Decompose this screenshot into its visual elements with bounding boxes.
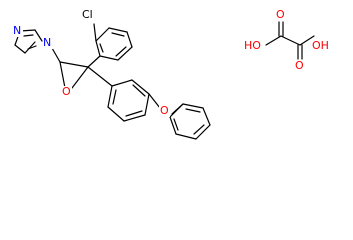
bond-aryl-inner-2 (115, 46, 127, 57)
bond-ring-inner-double-2 (27, 45, 37, 50)
bond-tph-inner-2 (193, 124, 205, 135)
atom-label-epoxide-o: O (62, 85, 71, 98)
bond-ph-inner-3 (112, 89, 117, 105)
bond-tph-1 (182, 103, 204, 109)
bond-ph-inner-2 (125, 110, 143, 117)
bond-n3-c2 (14, 44, 26, 54)
bond-tph-6 (169, 103, 184, 118)
bond-aryl-5 (117, 46, 133, 61)
atom-label-cl: Cl (82, 8, 93, 21)
atom-label-oxalic-o-bottom: O (295, 59, 304, 72)
bond-ph-3 (144, 93, 150, 116)
epoxide-core (51, 47, 89, 89)
bond-ph-inner-1 (132, 84, 146, 97)
bond-c4-n3 (24, 41, 36, 54)
chlorophenyl-ring (87, 23, 133, 68)
bond-tph-inner-3 (173, 118, 179, 131)
bond-aryl-inner-1 (111, 32, 125, 37)
phenoxyphenyl-group (87, 66, 211, 140)
atom-label-oxalic-o-top: O (276, 8, 285, 21)
atom-label-n-lower: N (43, 36, 51, 49)
atom-labels: N N Cl O O HO O O OH (13, 8, 329, 117)
label-bg-ether-o (159, 105, 170, 117)
bond-aryl-inner-3 (99, 43, 104, 53)
bond-aryl-3 (108, 27, 128, 33)
label-bg-epoxide-o (62, 86, 72, 98)
bond-tph-2 (202, 107, 211, 126)
bond-quat-c-phenyl (87, 66, 113, 87)
bond-oxa-c-oh (299, 35, 315, 46)
bond-tph-4 (175, 133, 197, 140)
bond-ph-4 (123, 114, 146, 122)
bond-aryl-4 (126, 31, 133, 48)
label-bg-cl (81, 8, 99, 22)
atom-label-oxalic-oh: OH (312, 39, 329, 52)
bond-aryl-2 (95, 27, 110, 42)
bond-aryl-cl (93, 23, 97, 42)
bond-epoxide-c-o-2 (71, 66, 89, 89)
bond-oxa-c-c (280, 35, 301, 46)
atom-label-oxalic-ho: HO (244, 39, 261, 52)
label-bg-n2 (43, 38, 53, 49)
bond-epoxide-c-o (59, 61, 66, 89)
bond-ph-1 (111, 79, 133, 87)
bond-ph-ether (148, 93, 161, 109)
chemical-structure-canvas: N N Cl O O HO O O OH (13, 8, 329, 140)
bond-ph-5 (107, 106, 125, 122)
bond-ph-6 (107, 85, 113, 108)
atom-label-ether-o: O (160, 104, 169, 117)
label-bg-n1 (13, 26, 23, 37)
bond-tph-inner-1 (185, 108, 201, 113)
bond-n-epoxide-c (51, 47, 61, 63)
molecule-drawing: N N Cl O O HO O O OH (13, 8, 329, 140)
atom-label-n-upper: N (13, 24, 21, 37)
bond-ph-2 (131, 79, 150, 95)
bond-aryl-6 (99, 55, 119, 61)
bond-c5-c4 (34, 29, 43, 42)
bond-oxa-oh-c (265, 35, 282, 46)
bond-ring-inner-double (23, 34, 34, 37)
bond-tph-5 (169, 116, 177, 135)
bond-tph-3 (195, 124, 211, 140)
bond-quat-c-aryl (87, 55, 101, 68)
bond-aryl-1 (95, 40, 101, 57)
oxalic-acid (265, 21, 315, 60)
bond-epoxide-c-c (59, 61, 89, 68)
